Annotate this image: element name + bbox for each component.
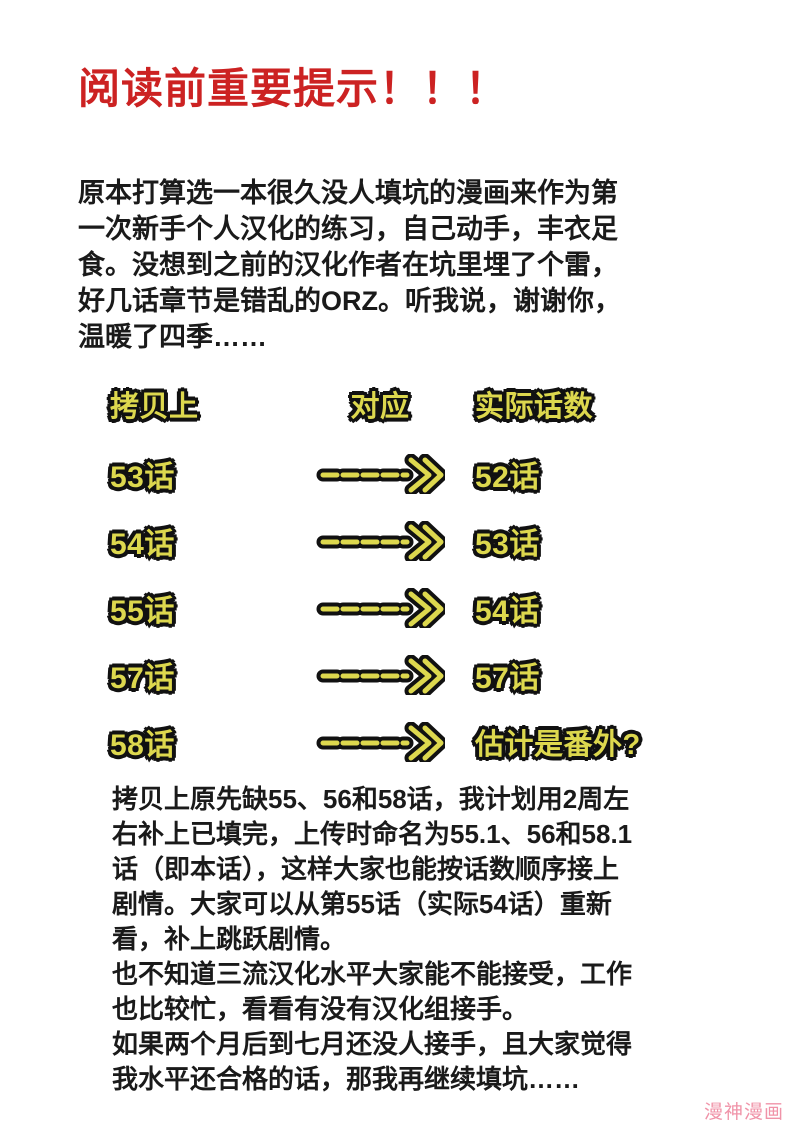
dashed-arrow-icon: [315, 520, 445, 561]
dashed-arrow-icon: [315, 721, 445, 762]
outro-line: 也比较忙，看看有没有汉化组接手。: [112, 994, 529, 1024]
source-chapter-label: 54话: [108, 525, 177, 563]
source-chapter-label: 58话: [108, 726, 177, 764]
cell-actual: 54话: [473, 574, 775, 641]
source-chapter-label: 57话: [108, 659, 177, 697]
page-title: 阅读前重要提示！！！: [78, 65, 509, 112]
outro-line: 也不知道三流汉化水平大家能不能接受，工作: [112, 959, 633, 989]
header-label-source: 拷贝上: [108, 389, 201, 426]
intro-line: 原本打算选一本很久没人填坑的漫画来作为第: [78, 178, 618, 208]
cell-source: 58话: [108, 708, 300, 775]
chapter-mapping-table: 拷贝上 对应 实际话数 53话: [0, 368, 800, 775]
dashed-arrow-icon: [315, 453, 445, 494]
cell-actual: 估计是番外?: [473, 708, 775, 775]
actual-chapter-label: 52话: [473, 458, 542, 496]
outro-line: 右补上已填完，上传时命名为55.1、56和58.1: [112, 819, 633, 849]
intro-line: 好几话章节是错乱的ORZ。听我说，谢谢你，: [78, 286, 621, 316]
table-header-row: 拷贝上 对应 实际话数: [0, 368, 800, 440]
intro-line: 食。没想到之前的汉化作者在坑里埋了个雷，: [78, 250, 618, 280]
dashed-arrow-icon: [315, 587, 445, 628]
cell-arrow: [285, 708, 475, 775]
source-chapter-label: 55话: [108, 592, 177, 630]
header-cell-actual: 实际话数: [472, 368, 775, 440]
outro-paragraph: 拷贝上原先缺55、56和58话，我计划用2周左 右补上已填完，上传时命名为55.…: [112, 782, 702, 1097]
outro-line: 如果两个月后到七月还没人接手，且大家觉得: [112, 1029, 633, 1059]
outro-line: 拷贝上原先缺55、56和58话，我计划用2周左: [112, 784, 630, 814]
header-label-actual: 实际话数: [472, 389, 595, 426]
outro-line: 我水平还合格的话，那我再继续填坑……: [112, 1064, 581, 1094]
actual-chapter-label: 估计是番外?: [473, 726, 643, 763]
actual-chapter-label: 57话: [473, 659, 542, 697]
actual-chapter-label: 53话: [473, 525, 542, 563]
header-cell-source: 拷贝上: [108, 368, 300, 440]
cell-arrow: [285, 574, 475, 641]
intro-line: 一次新手个人汉化的练习，自己动手，丰衣足: [78, 214, 618, 244]
table-row: 58话: [0, 708, 800, 775]
outro-line: 话（即本话），这样大家也能按话数顺序接上: [112, 854, 620, 884]
cell-source: 54话: [108, 507, 300, 574]
site-watermark: 漫神漫画: [703, 1102, 784, 1123]
header-label-relation: 对应: [348, 389, 412, 426]
source-chapter-label: 53话: [108, 458, 177, 496]
table-row: 54话: [0, 507, 800, 574]
cell-actual: 53话: [473, 507, 775, 574]
outro-line: 剧情。大家可以从第55话（实际54话）重新: [112, 889, 612, 919]
cell-source: 57话: [108, 641, 300, 708]
header-cell-relation: 对应: [285, 368, 475, 440]
cell-source: 53话: [108, 440, 300, 507]
table-row: 57话: [0, 641, 800, 708]
cell-source: 55话: [108, 574, 300, 641]
table-row: 55话: [0, 574, 800, 641]
outro-line: 看，补上跳跃剧情。: [112, 924, 347, 954]
intro-paragraph: 原本打算选一本很久没人填坑的漫画来作为第 一次新手个人汉化的练习，自己动手，丰衣…: [78, 175, 690, 355]
cell-arrow: [285, 440, 475, 507]
cell-arrow: [285, 641, 475, 708]
actual-chapter-label: 54话: [473, 592, 542, 630]
dashed-arrow-icon: [315, 654, 445, 695]
cell-actual: 52话: [473, 440, 775, 507]
cell-arrow: [285, 507, 475, 574]
table-row: 53话: [0, 440, 800, 507]
cell-actual: 57话: [473, 641, 775, 708]
intro-line: 温暖了四季……: [78, 322, 267, 352]
